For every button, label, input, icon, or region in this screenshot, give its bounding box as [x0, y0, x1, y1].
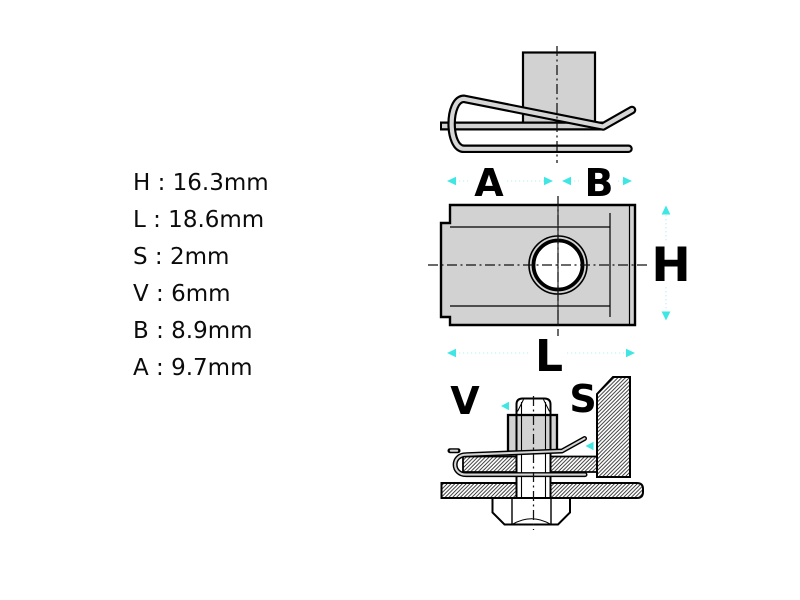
arrow-left-icon	[447, 348, 456, 358]
spring-clip-section	[447, 436, 588, 478]
label-l: L	[535, 331, 563, 382]
label-v: V	[450, 379, 480, 423]
label-backer	[581, 163, 617, 203]
label-backer	[531, 336, 567, 376]
label-s: S	[569, 377, 596, 421]
arrow-left-icon	[562, 176, 571, 186]
dimension-line-l: L : 18.6mm	[133, 207, 265, 233]
label-backer	[471, 163, 507, 203]
spring-clip-profile	[447, 94, 637, 154]
dimension-line-s: S : 2mm	[133, 244, 230, 270]
arrow-right-icon	[544, 176, 553, 186]
label-b: B	[585, 161, 614, 205]
fold-lines	[450, 205, 631, 325]
section-view: V S	[440, 376, 644, 530]
dimension-ab: A B	[447, 161, 632, 205]
side-view: A B	[440, 46, 637, 205]
body-panel-right	[549, 482, 644, 499]
arrow-left-icon	[585, 441, 594, 451]
dimension-vs: V S	[450, 377, 597, 451]
dimension-line-h: H : 16.3mm	[133, 170, 269, 196]
label-backer	[651, 243, 691, 285]
arrow-down-icon	[661, 311, 671, 321]
panel-flange-right	[549, 455, 598, 473]
arrow-right-icon	[626, 348, 635, 358]
panel-wall-section	[596, 376, 631, 478]
dimension-line-v: V : 6mm	[133, 281, 231, 307]
label-h: H	[651, 238, 690, 293]
dimension-line-b: B : 8.9mm	[133, 318, 253, 344]
top-view: H L	[428, 196, 691, 382]
panel-flange-left	[462, 455, 518, 473]
arrow-left-icon	[447, 176, 456, 186]
body-panel-left	[440, 482, 518, 499]
arrow-right-icon	[623, 176, 632, 186]
dimension-l: L	[447, 331, 635, 382]
bolt-hex-head	[491, 497, 571, 526]
label-a: A	[474, 161, 504, 205]
dimension-line-a: A : 9.7mm	[133, 355, 253, 381]
dimension-h: H	[651, 205, 691, 321]
dimension-list: H : 16.3mm L : 18.6mm S : 2mm V : 6mm B …	[133, 0, 333, 600]
arrow-left-icon	[501, 401, 509, 411]
arrow-up-icon	[661, 205, 671, 215]
